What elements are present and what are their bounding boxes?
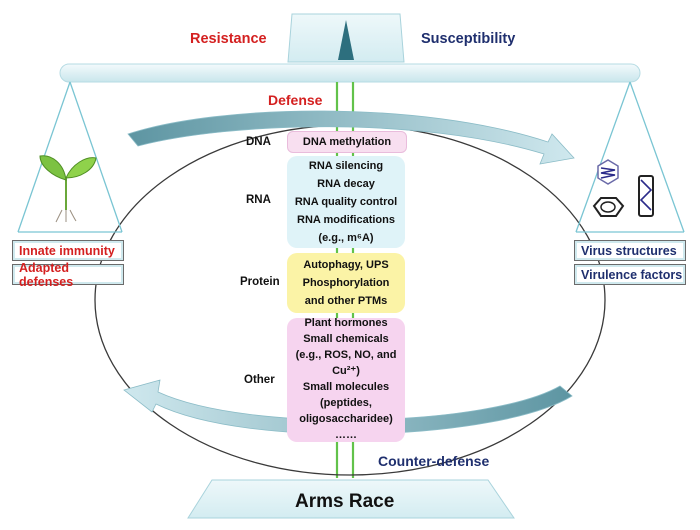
balance-beam	[59, 63, 641, 83]
protein-item: Phosphorylation	[302, 276, 390, 289]
protein-item: Autophagy, UPS	[303, 258, 389, 271]
level-dna-label: DNA	[246, 136, 271, 148]
virulence-factors-box: Virulence factors	[574, 264, 686, 285]
susceptibility-label: Susceptibility	[421, 31, 516, 47]
other-item: Small molecules	[302, 381, 390, 393]
seedling-icon	[39, 155, 97, 223]
resistance-label: Resistance	[190, 31, 267, 47]
innate-immunity-box: Innate immunity	[12, 240, 124, 261]
rna-item: RNA quality control	[294, 195, 398, 208]
other-item: Cu²⁺)	[332, 365, 360, 378]
counter-defense-label: Counter-defense	[378, 453, 490, 469]
other-box: Plant hormones Small chemicals (e.g., RO…	[287, 317, 405, 442]
rna-item: RNA modifications	[297, 214, 395, 227]
protein-box: Autophagy, UPS Phosphorylation and other…	[287, 253, 405, 313]
bottom-curved-arrow	[123, 379, 573, 435]
top-curved-arrow	[127, 110, 575, 165]
rna-item: RNA decay	[317, 177, 375, 190]
virus-structures-label: Virus structures	[581, 243, 677, 258]
adapted-defenses-box: Adapted defenses	[12, 261, 124, 289]
rna-item: RNA silencing	[308, 159, 384, 172]
rna-box: RNA silencing RNA decay RNA quality cont…	[287, 156, 405, 248]
virus-structures-box: Virus structures	[574, 240, 686, 261]
defense-label: Defense	[268, 92, 323, 108]
fulcrum-pointer	[338, 20, 354, 60]
virus-filament-icon	[638, 175, 654, 217]
arms-race-label: Arms Race	[295, 491, 395, 512]
level-other-label: Other	[244, 374, 275, 386]
adapted-defenses-label: Adapted defenses	[19, 260, 74, 289]
rna-item: (e.g., m⁶A)	[318, 232, 374, 245]
virus-hexagon-icon	[597, 159, 619, 185]
other-item: oligosaccharidee)	[299, 412, 393, 425]
arms-race-base	[187, 479, 515, 519]
protein-item: and other PTMs	[304, 295, 388, 308]
other-item: (peptides,	[320, 396, 372, 409]
virus-capsid-icon	[592, 197, 625, 217]
level-rna-label: RNA	[246, 194, 271, 206]
other-item: Small chemicals	[303, 333, 389, 346]
dna-box: DNA methylation	[287, 131, 407, 153]
level-protein-label: Protein	[240, 276, 280, 288]
other-item: ……	[335, 428, 357, 441]
dna-item: DNA methylation	[302, 135, 392, 148]
virulence-factors-label: Virulence factors	[581, 267, 683, 282]
other-item: Plant hormones	[304, 317, 388, 330]
innate-immunity-label: Innate immunity	[19, 243, 115, 258]
other-item: (e.g., ROS, NO, and	[295, 349, 397, 362]
